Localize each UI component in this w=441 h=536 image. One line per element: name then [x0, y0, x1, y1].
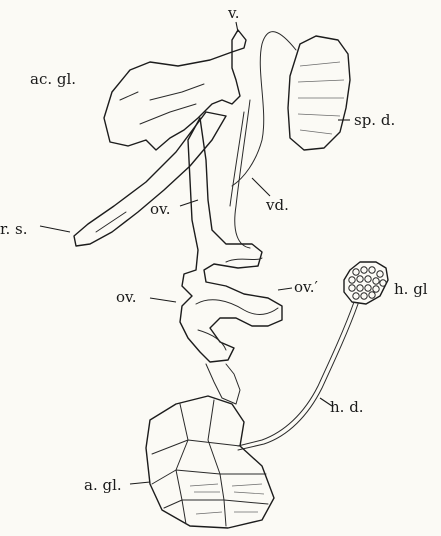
leader-ov-upper: [180, 200, 198, 206]
accessory-gland: [104, 30, 246, 150]
vas-deferens: [230, 100, 250, 248]
label-ov-prime: ov.′: [294, 278, 318, 296]
label-ac-gl: ac. gl.: [30, 70, 76, 88]
leader-r-s: [40, 226, 70, 232]
leader-ov-prime: [278, 288, 292, 290]
leader-lines: [40, 22, 350, 484]
label-v: v.: [227, 4, 239, 22]
spermatheca: [232, 32, 350, 186]
label-h-d: h. d.: [330, 398, 364, 416]
hermaphrodite-gland: [344, 262, 388, 304]
receptaculum-seminis: [74, 112, 226, 246]
hermaphrodite-duct: [238, 302, 358, 450]
leader-ov-lower: [150, 298, 176, 302]
label-sp-d: sp. d.: [354, 111, 395, 129]
label-ov-lower: ov.: [116, 288, 137, 306]
oviduct: [180, 118, 282, 404]
albumen-gland: [146, 396, 274, 528]
leader-a-gl: [130, 482, 150, 484]
labels: v. ac. gl. sp. d. vd. r. s. ov. ov.′ ov.…: [0, 4, 428, 494]
label-vd: vd.: [265, 196, 289, 214]
label-a-gl: a. gl.: [84, 476, 122, 494]
label-ov-upper: ov.: [150, 200, 171, 218]
label-r-s: r. s.: [0, 220, 28, 238]
leader-vd: [252, 178, 270, 196]
label-h-gl: h. gl: [394, 280, 428, 298]
